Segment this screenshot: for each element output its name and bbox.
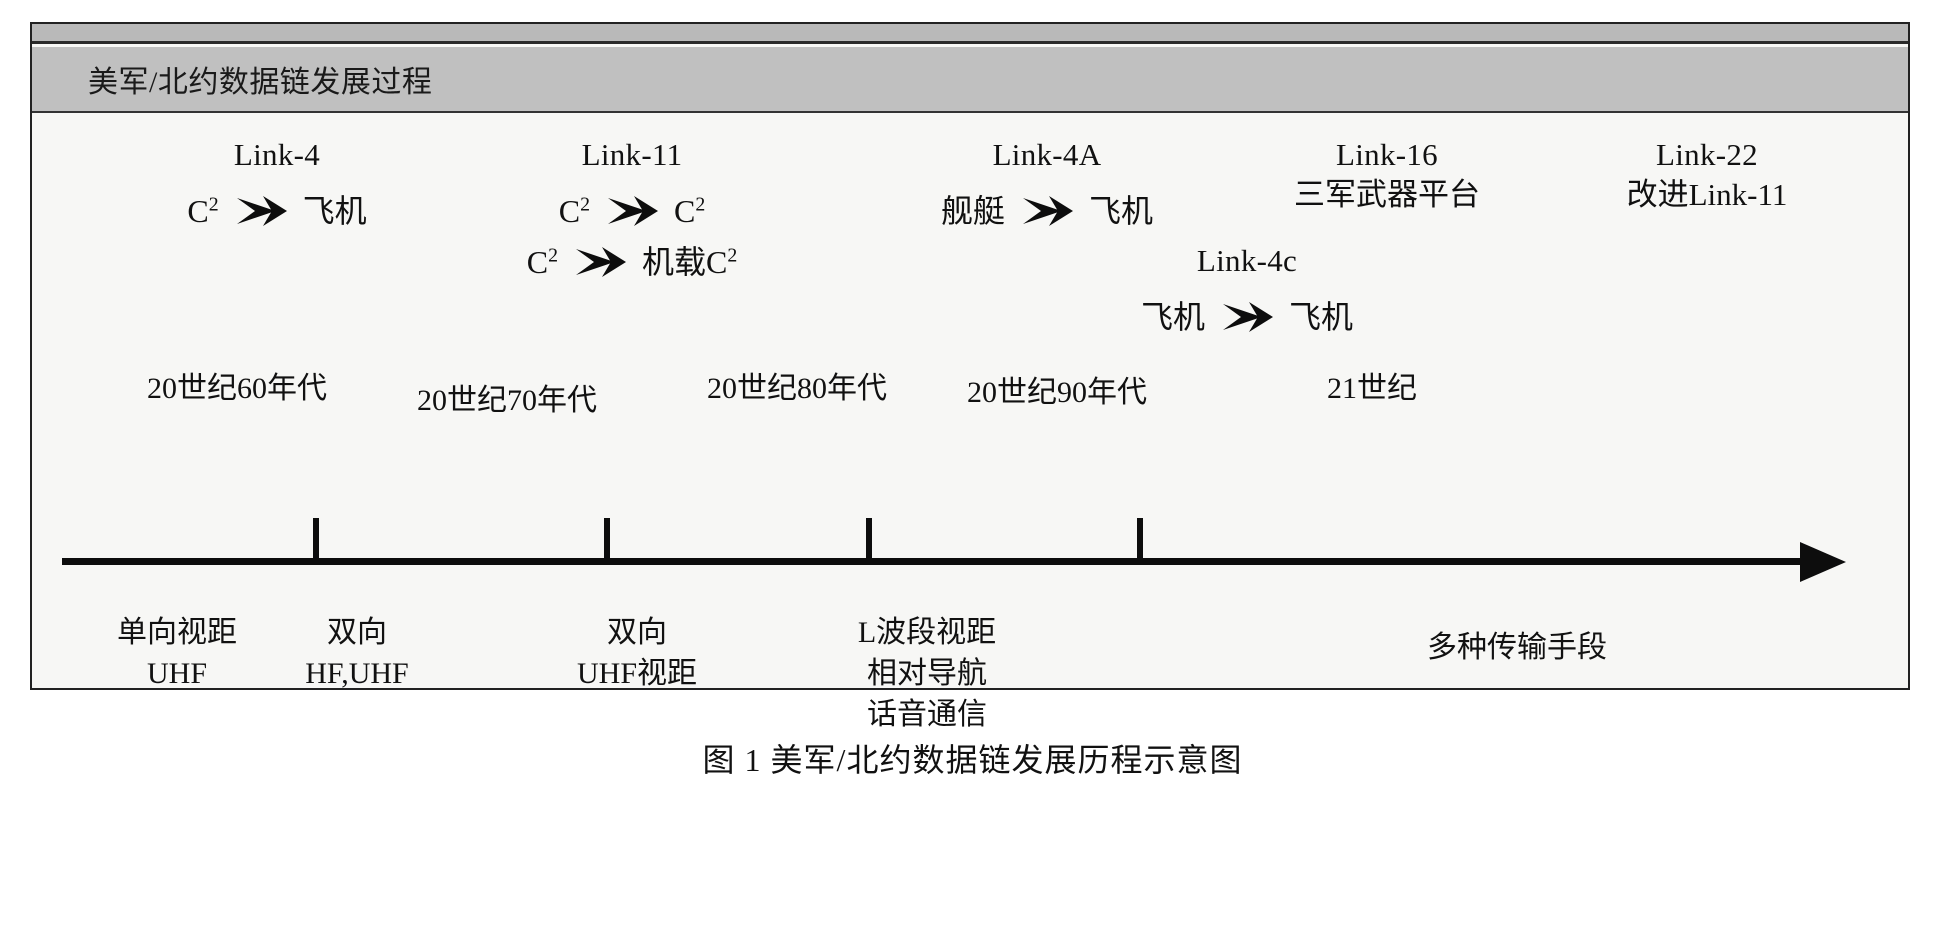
timeline-tick-1 xyxy=(313,518,319,560)
descriptor-block-1: 单向视距 UHF xyxy=(52,613,302,695)
link-node-link-11: Link-11 C2 C2 C2 xyxy=(462,135,802,283)
link-title-link-4a: Link-4A xyxy=(992,137,1102,172)
flow-arrow-icon xyxy=(572,245,628,279)
flow-arrow-icon xyxy=(604,194,660,228)
link-title-link-16: Link-16 xyxy=(1336,137,1438,172)
link-title-link-4: Link-4 xyxy=(233,137,321,172)
flow-row-link-4c-0: 飞机 飞机 xyxy=(1082,297,1412,338)
descriptor-line: 单向视距 xyxy=(117,616,237,649)
flow-source-link-11-1: C2 xyxy=(526,243,558,280)
diagram-header-band: 美军/北约数据链发展过程 xyxy=(32,47,1908,113)
flow-target-link-4-0: 飞机 xyxy=(302,192,367,229)
link-title-link-22: Link-22 xyxy=(1656,137,1758,172)
descriptor-line: L波段视距 xyxy=(857,616,997,649)
descriptor-block-2: 双向 HF,UHF xyxy=(232,613,482,695)
link-node-link-22: Link-22 改进Link-11 xyxy=(1542,135,1872,214)
flow-source-link-4-0: C2 xyxy=(187,192,219,229)
flow-target-link-4c-0: 飞机 xyxy=(1289,298,1354,335)
flow-row-link-4-0: C2 飞机 xyxy=(127,191,427,232)
descriptor-line: HF,UHF xyxy=(305,656,409,690)
link-node-link-4c: Link-4c 飞机 飞机 xyxy=(1082,241,1412,338)
flow-arrow-icon xyxy=(1019,194,1075,228)
diagram-header-title: 美军/北约数据链发展过程 xyxy=(88,66,433,99)
flow-row-link-11-1: C2 机载C2 xyxy=(462,242,802,283)
link-subtitle-link-22: 改进Link-11 xyxy=(1626,176,1788,212)
link-title-link-4c: Link-4c xyxy=(1196,243,1298,278)
figure-frame: 美军/北约数据链发展过程 Link-4 C2 飞机 Link-11 xyxy=(30,22,1910,731)
flow-source-link-4c-0: 飞机 xyxy=(1140,298,1205,335)
descriptor-line: 话音通信 xyxy=(867,697,987,731)
flow-source-link-4a-0: 舰艇 xyxy=(940,192,1005,229)
flow-row-link-4a-0: 舰艇 飞机 xyxy=(882,191,1212,232)
link-node-link-4a: Link-4A 舰艇 飞机 xyxy=(882,135,1212,232)
descriptor-line: 多种传输手段 xyxy=(1427,631,1607,664)
flow-target-link-4a-0: 飞机 xyxy=(1089,192,1154,229)
timeline-axis-arrowhead xyxy=(1800,542,1846,582)
descriptor-line: UHF xyxy=(146,656,207,690)
era-label-21st-century: 21世纪 xyxy=(1327,372,1417,405)
flow-arrow-icon xyxy=(233,194,289,228)
link-node-link-4: Link-4 C2 飞机 xyxy=(127,135,427,232)
descriptor-line: 双向 xyxy=(607,616,667,649)
descriptor-block-5: 多种传输手段 xyxy=(1352,628,1682,669)
timeline-tick-2 xyxy=(604,518,610,560)
link-title-link-11: Link-11 xyxy=(581,137,683,172)
era-label-1990s: 20世纪90年代 xyxy=(967,376,1147,409)
descriptor-line: 相对导航 xyxy=(867,656,987,690)
descriptor-block-3: 双向 UHF视距 xyxy=(512,613,762,695)
link-node-link-16: Link-16 三军武器平台 xyxy=(1222,135,1552,214)
timeline-tick-4 xyxy=(1137,518,1143,560)
frame-top-strip xyxy=(32,24,1908,44)
flow-source-link-11-0: C2 xyxy=(558,192,590,229)
era-label-1970s: 20世纪70年代 xyxy=(417,384,597,417)
figure-caption: 图 1 美军/北约数据链发展历程示意图 xyxy=(702,742,1243,778)
descriptor-line: UHF视距 xyxy=(576,656,697,690)
flow-target-link-11-1: 机载C2 xyxy=(641,243,738,280)
timeline-axis-line xyxy=(62,558,1802,565)
era-label-1980s: 20世纪80年代 xyxy=(707,372,887,405)
diagram-body: Link-4 C2 飞机 Link-11 C2 xyxy=(32,113,1908,731)
era-label-1960s: 20世纪60年代 xyxy=(147,372,327,405)
link-subtitle-link-16: 三军武器平台 xyxy=(1294,176,1480,212)
descriptor-line: 双向 xyxy=(327,616,387,649)
flow-target-link-11-0: C2 xyxy=(674,192,706,229)
descriptor-block-4: L波段视距 相对导航 话音通信 xyxy=(792,613,1062,735)
flow-arrow-icon xyxy=(1219,300,1275,334)
flow-row-link-11-0: C2 C2 xyxy=(462,191,802,232)
timeline-tick-3 xyxy=(866,518,872,560)
